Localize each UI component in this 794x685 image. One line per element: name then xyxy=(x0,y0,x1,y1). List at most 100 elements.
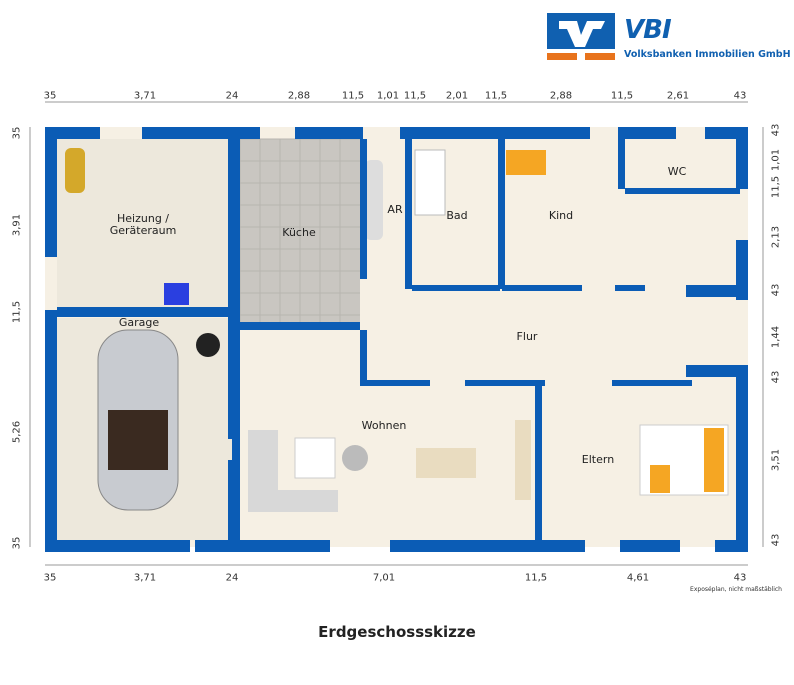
wall xyxy=(295,127,363,139)
dimension-top: 24 xyxy=(225,90,239,102)
room-label: WC xyxy=(667,165,687,178)
dimension-right: 43 xyxy=(770,370,782,384)
wall xyxy=(736,365,748,547)
wall xyxy=(686,365,748,377)
sofa-corner xyxy=(248,490,338,512)
dimension-top: 1,01 xyxy=(376,90,400,102)
dimension-bottom: 4,61 xyxy=(626,572,650,584)
wall xyxy=(390,540,585,552)
dimension-top: 11,5 xyxy=(610,90,634,102)
wall xyxy=(480,127,590,139)
kids-bed xyxy=(506,150,546,175)
tire xyxy=(196,333,220,357)
dimension-bottom: 35 xyxy=(43,572,57,584)
dimension-top: 2,88 xyxy=(549,90,573,102)
heater xyxy=(164,283,189,305)
wall xyxy=(535,380,542,540)
room-label: Garage xyxy=(118,316,160,329)
dimension-bottom: 11,5 xyxy=(524,572,548,584)
ar-cabinet xyxy=(365,160,383,240)
dimension-top: 11,5 xyxy=(341,90,365,102)
wall xyxy=(142,127,260,139)
dimension-bottom: 3,71 xyxy=(133,572,157,584)
wall xyxy=(465,380,545,386)
dimension-bottom: 43 xyxy=(733,572,747,584)
wall xyxy=(195,540,330,552)
dimension-right: 11,5 xyxy=(770,175,782,199)
wall xyxy=(498,139,505,289)
car-roof xyxy=(108,410,168,470)
room-label: Wohnen xyxy=(361,419,407,432)
room-label: Bad xyxy=(446,209,468,222)
logo-mark-icon xyxy=(547,13,615,60)
wall xyxy=(686,285,748,297)
pillows xyxy=(704,428,724,492)
wall xyxy=(736,127,748,189)
dimension-bottom: 7,01 xyxy=(372,572,396,584)
lawn-mower xyxy=(65,148,85,193)
dimension-top: 2,88 xyxy=(287,90,311,102)
dimension-right: 43 xyxy=(770,283,782,297)
coffee-table xyxy=(294,437,336,479)
logo-company: Volksbanken Immobilien GmbH xyxy=(624,49,791,60)
wall xyxy=(502,285,582,291)
wall xyxy=(232,330,240,530)
wall xyxy=(45,310,57,547)
wall xyxy=(45,127,100,139)
bathtub xyxy=(414,149,446,216)
dimension-top: 2,01 xyxy=(445,90,469,102)
wall xyxy=(400,127,485,139)
dimension-top: 2,61 xyxy=(666,90,690,102)
dimension-right: 43 xyxy=(770,533,782,547)
wall xyxy=(360,380,430,386)
wall xyxy=(240,322,360,330)
dimension-left: 35 xyxy=(11,536,23,550)
utility-floor xyxy=(57,139,233,307)
wall xyxy=(715,540,748,552)
wall xyxy=(620,540,680,552)
dimension-right: 1,44 xyxy=(770,325,782,349)
logo-brand: VBI xyxy=(624,15,672,45)
dimension-bottom: 24 xyxy=(225,572,239,584)
wall xyxy=(618,127,676,139)
wall xyxy=(360,139,367,279)
dimension-top: 11,5 xyxy=(403,90,427,102)
wall xyxy=(615,285,645,291)
room-label: Eltern xyxy=(581,453,615,466)
room-label: Flur xyxy=(516,330,538,343)
room-label: Kind xyxy=(548,209,574,222)
dimension-right: 2,13 xyxy=(770,225,782,249)
sideboard xyxy=(515,420,531,500)
room-label: Heizung /Geräteraum xyxy=(109,212,177,237)
wall xyxy=(612,380,692,386)
dining-table xyxy=(416,448,476,478)
wall xyxy=(45,540,190,552)
wall xyxy=(625,188,740,194)
wall xyxy=(360,330,367,380)
dimension-right: 43 xyxy=(770,123,782,137)
dimension-left: 11,5 xyxy=(11,300,23,324)
dimension-right: 1,01 xyxy=(770,148,782,172)
room-label: AR xyxy=(387,203,403,216)
dimension-left: 5,26 xyxy=(11,420,23,444)
scale-note: Exposéplan, nicht maßstäblich xyxy=(690,586,782,593)
wall xyxy=(618,139,625,189)
blanket xyxy=(650,465,670,493)
dimension-right: 3,51 xyxy=(770,448,782,472)
room-label: Küche xyxy=(282,226,316,239)
armchair xyxy=(342,445,368,471)
wall xyxy=(45,127,57,257)
dimension-left: 3,91 xyxy=(11,213,23,237)
wall xyxy=(412,285,500,291)
dimension-left: 35 xyxy=(11,126,23,140)
wall xyxy=(57,307,233,317)
dimension-top: 3,71 xyxy=(133,90,157,102)
dimension-top: 11,5 xyxy=(484,90,508,102)
dimension-top: 43 xyxy=(733,90,747,102)
dimension-top: 35 xyxy=(43,90,57,102)
plan-title: Erdgeschossskizze xyxy=(318,623,476,641)
vbi-logo: VBI Volksbanken Immobilien GmbH xyxy=(547,13,791,63)
wall xyxy=(405,139,412,289)
